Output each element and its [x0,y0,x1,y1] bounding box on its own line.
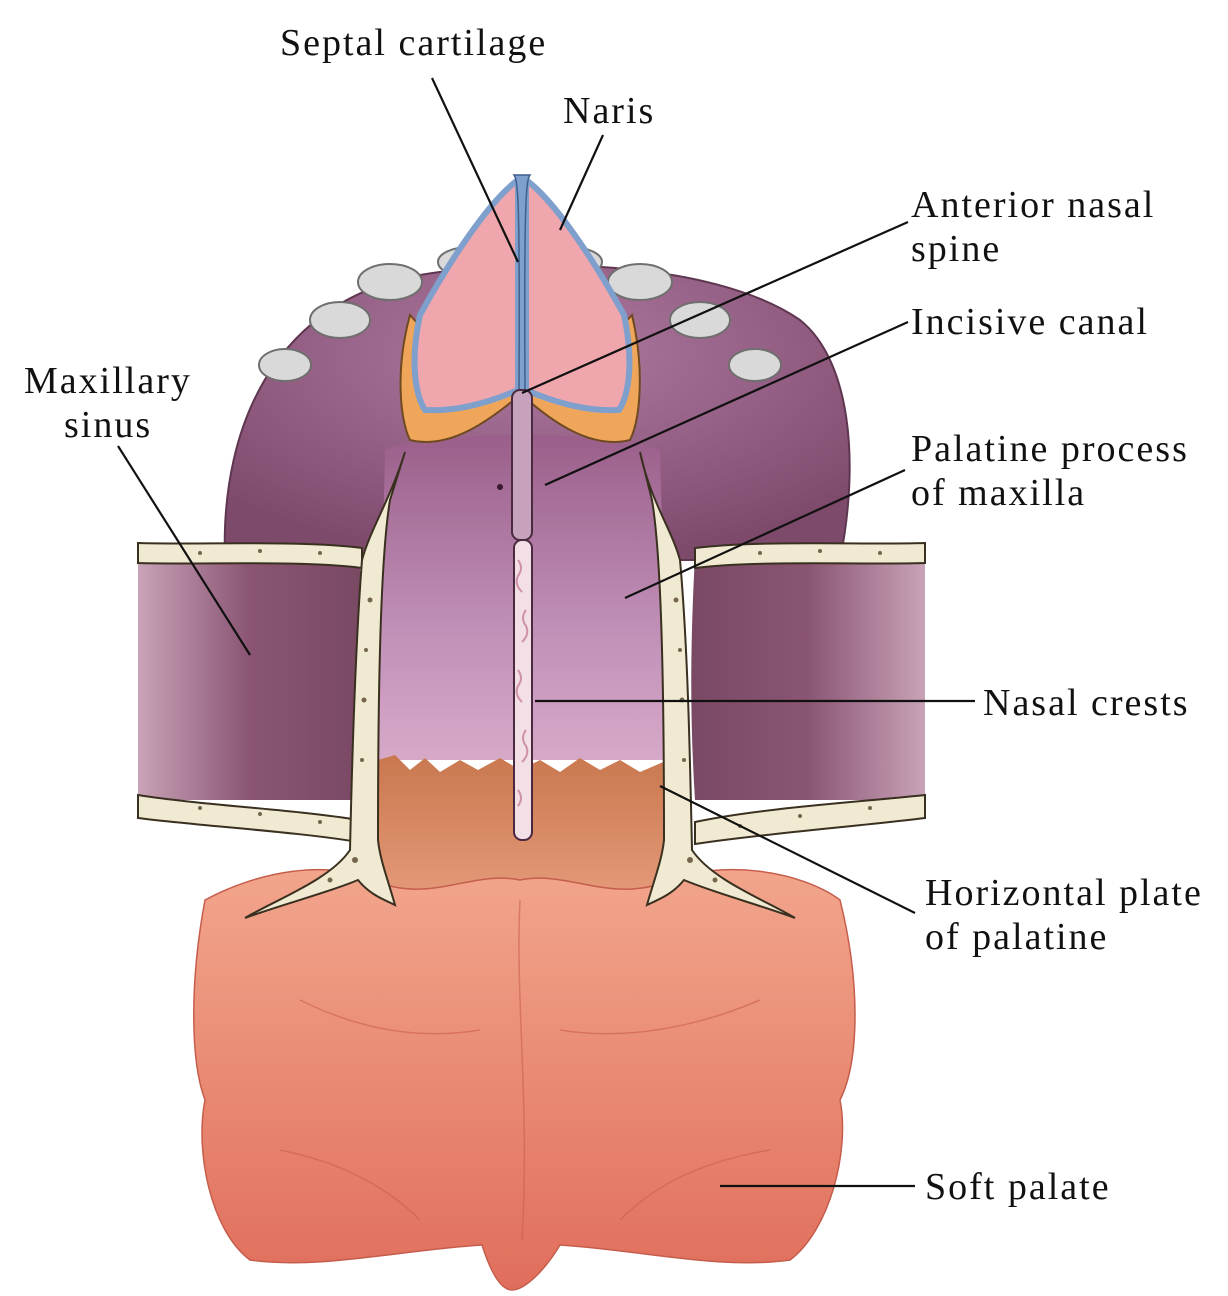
label-horizontal-plate-line2: of palatine [925,918,1108,956]
soft-palate-region [194,870,855,1290]
label-horizontal-plate-line1: Horizontal plate [925,874,1203,912]
label-soft-palate: Soft palate [925,1168,1111,1206]
label-naris: Naris [563,92,655,130]
maxillary-sinus-left [138,555,360,800]
leader-naris [560,135,603,230]
label-anterior-nasal-spine-line1: Anterior nasal [911,186,1155,224]
label-maxillary-sinus-line2: sinus [64,406,152,444]
maxillary-sinus-right [691,555,925,800]
label-anterior-nasal-spine-line2: spine [911,230,1001,268]
label-septal-cartilage: Septal cartilage [280,24,547,62]
label-palatine-process-line1: Palatine process [911,430,1189,468]
nasal-mucosa-right [526,180,629,410]
label-nasal-crests: Nasal crests [983,684,1190,722]
nasal-mucosa-left [415,180,518,410]
label-incisive-canal: Incisive canal [911,303,1149,341]
label-palatine-process-line2: of maxilla [911,474,1086,512]
incisive-foramen-dot [497,484,503,490]
label-maxillary-sinus-line1: Maxillary [24,362,192,400]
incisive-canal-strip [512,390,532,540]
